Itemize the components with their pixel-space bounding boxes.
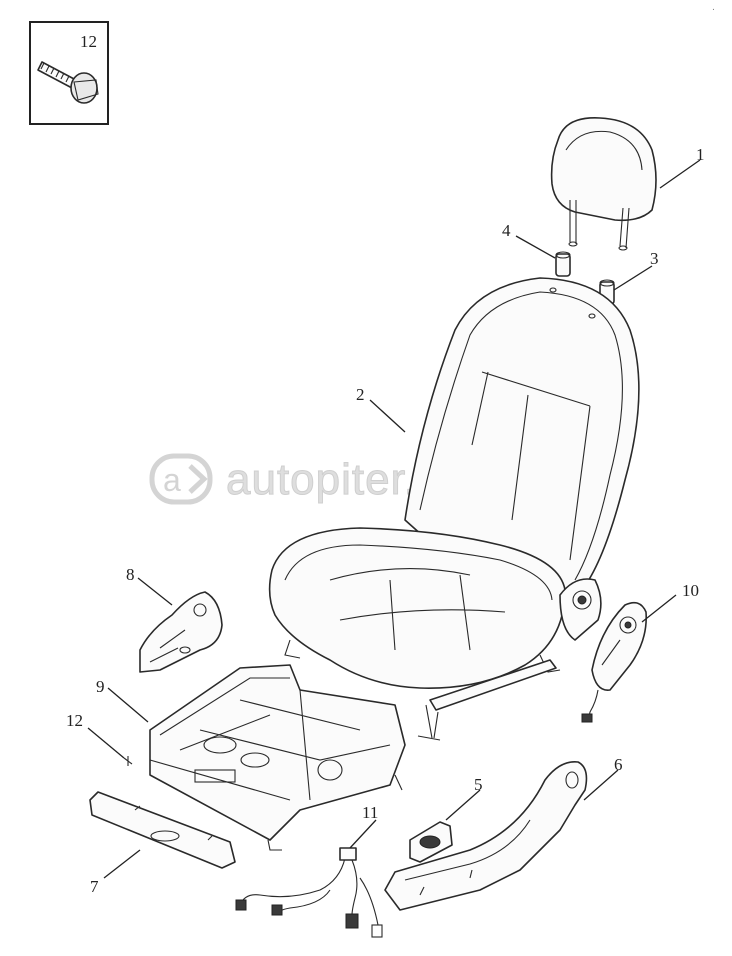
callout-8: 8 [126, 565, 135, 584]
side-cover-8 [139, 591, 223, 673]
leader-11 [349, 819, 377, 849]
switch-5 [409, 821, 453, 863]
bolt-small-icon [123, 756, 133, 766]
lower-cover-7 [89, 791, 236, 869]
callout-5: 5 [474, 775, 483, 794]
callout-7: 7 [90, 877, 99, 896]
callout-4: 4 [502, 221, 511, 240]
seat-cushion [268, 527, 566, 689]
leaders [87, 159, 701, 879]
callout-3: 3 [650, 249, 659, 268]
callout-numbers: 1 2 3 4 5 6 7 8 9 10 11 12 [66, 145, 705, 896]
leader-3 [613, 265, 653, 291]
leader-5 [445, 789, 481, 821]
recliner-mechanism-10 [581, 601, 647, 723]
leader-6 [583, 769, 619, 801]
watermark-logo-icon: a [149, 453, 213, 505]
seat-rail [417, 659, 557, 741]
bolt-icon [37, 61, 99, 104]
headrest-guide-4 [555, 251, 571, 277]
corner-mark: . [712, 3, 715, 13]
callout-2: 2 [356, 385, 365, 404]
leader-4 [515, 235, 556, 259]
leader-8 [137, 577, 173, 606]
recliner-hinge [559, 578, 602, 641]
leader-2 [369, 399, 406, 433]
callout-6: 6 [614, 755, 623, 774]
seat-frame-9 [149, 664, 406, 851]
inset-number: 12 [80, 32, 97, 51]
leader-9 [107, 687, 149, 723]
callout-12: 12 [66, 711, 83, 730]
leader-1 [659, 159, 701, 189]
leader-7 [103, 849, 141, 879]
leader-12 [87, 727, 125, 759]
callout-10: 10 [682, 581, 699, 600]
wiring-harness-11 [235, 847, 383, 938]
bolt-inset: 12 [29, 21, 109, 125]
callout-9: 9 [96, 677, 105, 696]
side-trim-6 [384, 761, 588, 911]
leader-10 [641, 594, 677, 623]
svg-text:a: a [163, 462, 181, 498]
headrest [550, 117, 657, 251]
callout-11: 11 [362, 803, 378, 822]
callout-1: 1 [696, 145, 705, 164]
